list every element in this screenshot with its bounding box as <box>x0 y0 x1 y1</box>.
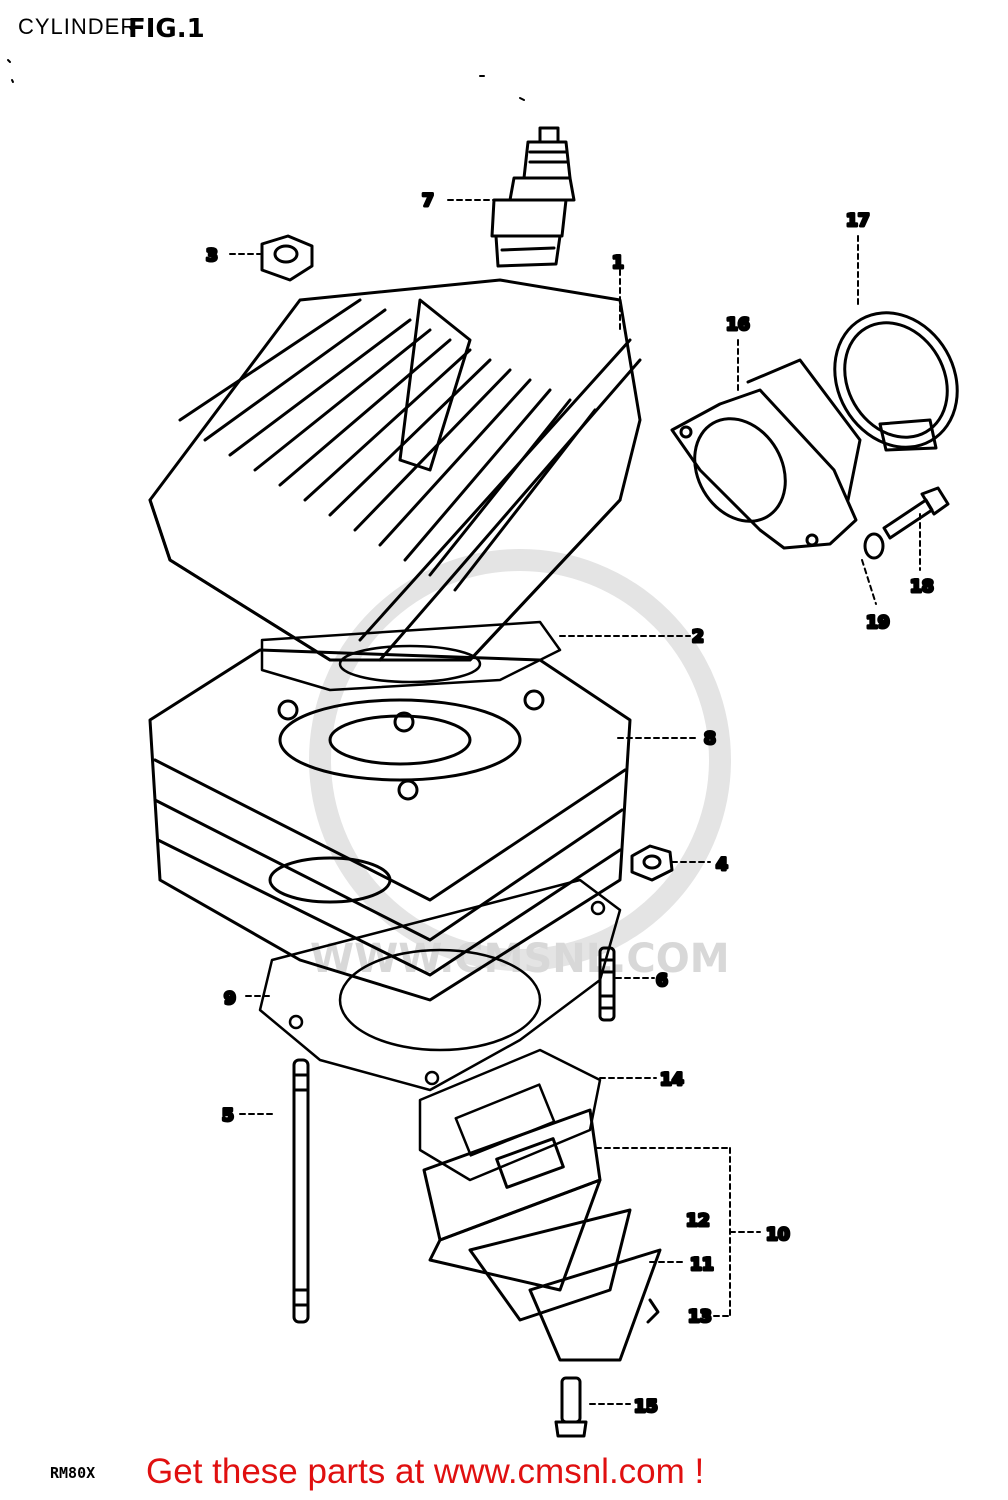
base-gasket <box>258 878 622 1092</box>
callout-6: 6 <box>656 971 668 991</box>
head-gasket <box>260 620 562 692</box>
callout-14: 14 <box>660 1070 684 1090</box>
callout-4: 4 <box>716 855 728 875</box>
callout-18: 18 <box>910 577 934 597</box>
model-code: RM80X <box>50 1464 96 1482</box>
reed-valve-assembly <box>422 1108 662 1362</box>
bolt-15 <box>554 1376 588 1438</box>
bolt-18 <box>882 486 950 540</box>
callout-2: 2 <box>692 627 704 647</box>
figure-label: FIG.1 <box>128 14 205 44</box>
callout-12: 12 <box>686 1211 710 1231</box>
page-title: CYLINDER <box>18 14 138 39</box>
callout-3: 3 <box>206 246 218 266</box>
footer-promo-text[interactable]: Get these parts at www.cmsnl.com ! <box>146 1452 705 1491</box>
callout-16: 16 <box>726 315 750 335</box>
callout-15: 15 <box>634 1397 658 1417</box>
callout-7: 7 <box>422 191 434 211</box>
scan-specks <box>7 59 525 101</box>
callout-8: 8 <box>704 729 716 749</box>
cylinder-head <box>148 278 642 662</box>
leader-lines <box>229 199 921 1405</box>
stud-long <box>292 1058 310 1324</box>
cylinder-body <box>148 648 632 1002</box>
callout-labels: 1 2 3 4 5 6 7 8 9 10 11 12 13 14 15 16 1… <box>205 190 936 1419</box>
callout-11: 11 <box>690 1255 714 1275</box>
nut-4 <box>630 844 674 882</box>
washer-19 <box>863 532 885 560</box>
stud-short <box>598 946 616 1022</box>
callout-5: 5 <box>222 1106 234 1126</box>
intake-pipe <box>670 358 862 550</box>
callout-13: 13 <box>688 1307 712 1327</box>
hose-clamp <box>833 311 959 452</box>
callout-19: 19 <box>866 613 890 633</box>
nut-3 <box>260 234 314 282</box>
callout-10: 10 <box>766 1225 790 1245</box>
callout-17: 17 <box>846 211 870 231</box>
callout-9: 9 <box>224 989 236 1009</box>
callout-1: 1 <box>612 253 624 273</box>
spark-plug <box>490 126 576 268</box>
